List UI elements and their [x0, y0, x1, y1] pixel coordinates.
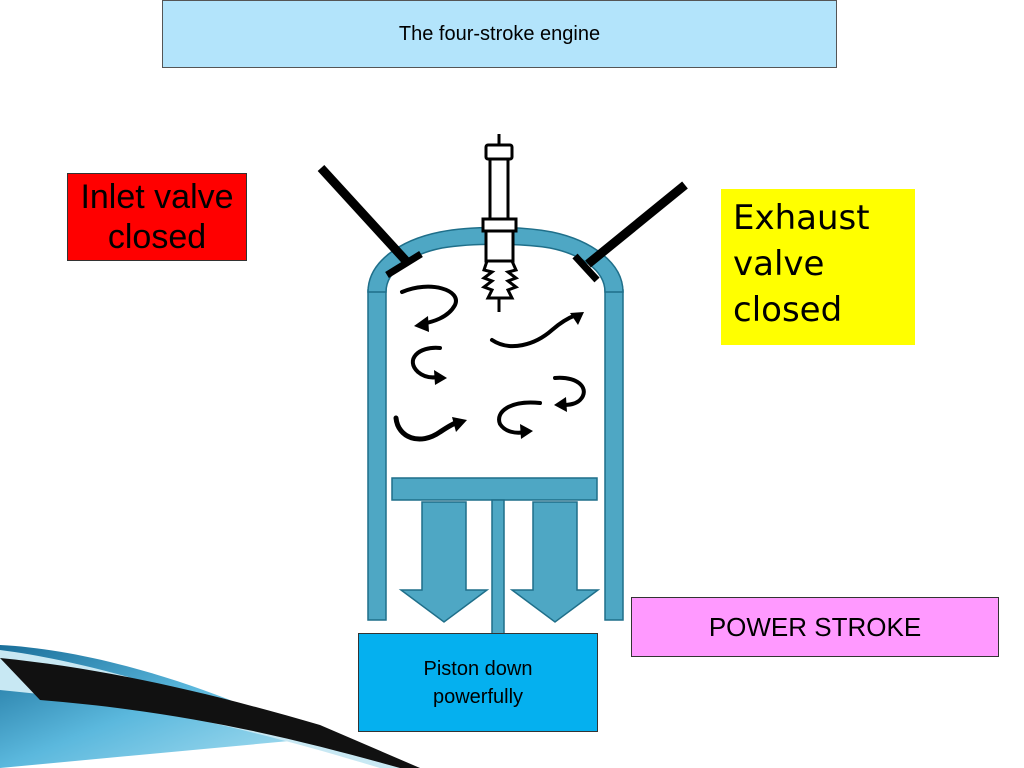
- piston: [391, 477, 598, 636]
- inlet-valve: [317, 164, 423, 278]
- inlet-valve-label: Inlet valve closed: [80, 178, 234, 256]
- title-box: The four-stroke engine: [162, 0, 837, 68]
- down-arrows: [398, 501, 601, 623]
- exhaust-valve-label-box: Exhaust valve closed: [721, 189, 915, 345]
- spark-plug-icon: [480, 134, 520, 312]
- cylinder: [367, 226, 624, 621]
- gas-swirl-arrows: [393, 284, 586, 442]
- corner-swoosh-decoration: [0, 645, 420, 768]
- piston-label-box: Piston down powerfully: [358, 633, 598, 732]
- piston-label: Piston down powerfully: [423, 657, 533, 708]
- inlet-valve-label-box: Inlet valve closed: [67, 173, 247, 261]
- exhaust-valve: [572, 181, 688, 283]
- page-title: The four-stroke engine: [398, 22, 601, 45]
- stroke-label-box: POWER STROKE: [631, 597, 999, 657]
- exhaust-valve-label: Exhaust valve closed: [733, 198, 870, 330]
- stroke-label: POWER STROKE: [708, 611, 922, 642]
